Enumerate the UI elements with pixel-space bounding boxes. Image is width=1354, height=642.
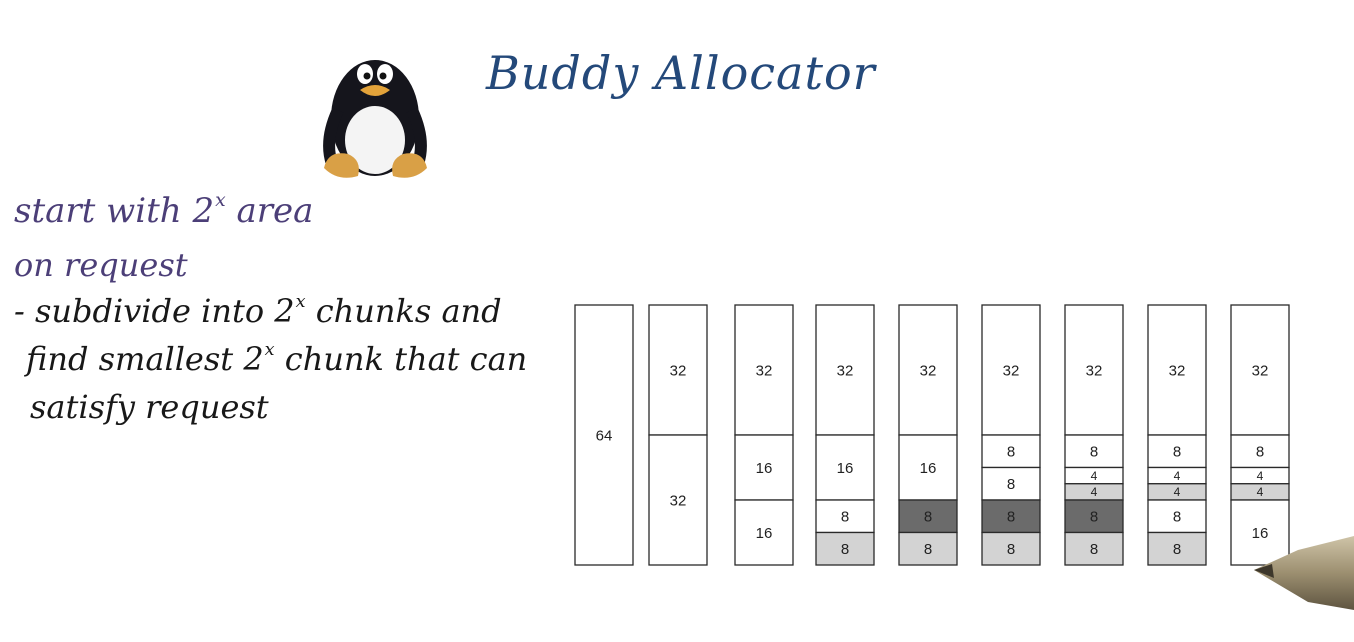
memory-block-label: 64	[596, 427, 613, 444]
memory-block-label: 16	[1252, 525, 1269, 542]
memory-block	[1064, 531, 1124, 566]
memory-block-label: 16	[920, 460, 937, 477]
memory-block	[1147, 304, 1207, 436]
memory-block-label: 8	[1090, 541, 1098, 558]
memory-block-label: 32	[1003, 362, 1020, 379]
memory-block-label: 8	[841, 541, 849, 558]
memory-block-label: 16	[756, 525, 773, 542]
memory-column: 32 16 8 8	[815, 304, 875, 566]
memory-block-label: 8	[924, 509, 932, 526]
memory-block	[734, 499, 794, 566]
memory-block-label: 16	[837, 460, 854, 477]
memory-block	[815, 304, 875, 436]
memory-column: 32 8 4 4 8 8	[1064, 304, 1124, 566]
page-title: Buddy Allocator	[486, 46, 876, 100]
memory-block	[981, 531, 1041, 566]
memory-block-label: 16	[756, 460, 773, 477]
memory-block-label: 4	[1174, 469, 1181, 483]
memory-block	[898, 531, 958, 566]
memory-block-label: 8	[841, 509, 849, 526]
note-subdivide: - subdivide into 2x chunks and	[14, 292, 502, 330]
memory-block	[1230, 434, 1290, 469]
memory-block	[1230, 304, 1290, 436]
memory-column: 32 8 4 4 8 8	[1147, 304, 1207, 566]
memory-block-label: 4	[1257, 469, 1264, 483]
memory-block	[648, 304, 708, 436]
memory-block-label: 8	[1173, 541, 1181, 558]
memory-block-label: 32	[920, 362, 937, 379]
memory-block	[815, 499, 875, 534]
memory-block-label: 8	[1007, 444, 1015, 461]
memory-column: 32 16 16	[734, 304, 794, 566]
memory-block-label: 8	[1007, 509, 1015, 526]
memory-block	[574, 304, 634, 566]
memory-block	[815, 434, 875, 501]
memory-block-label: 8	[1007, 476, 1015, 493]
memory-block	[898, 499, 958, 534]
memory-block-label: 8	[1007, 541, 1015, 558]
memory-block-label: 8	[1173, 444, 1181, 461]
memory-block-label: 4	[1091, 469, 1098, 483]
memory-column: 32 32	[648, 304, 708, 566]
note-on-request: on request	[14, 246, 188, 284]
memory-block-label: 8	[924, 541, 932, 558]
memory-block-label: 32	[837, 362, 854, 379]
note-start-area: start with 2x area	[14, 190, 314, 231]
memory-block	[648, 434, 708, 566]
memory-block	[981, 304, 1041, 436]
memory-column: 32 8 4 4 16	[1230, 304, 1290, 566]
memory-block-label: 32	[1252, 362, 1269, 379]
memory-block	[898, 434, 958, 501]
memory-block-label: 32	[1169, 362, 1186, 379]
memory-column: 32 16 8 8	[898, 304, 958, 566]
memory-block	[1230, 499, 1290, 566]
memory-block-label: 32	[756, 362, 773, 379]
memory-block	[1147, 434, 1207, 469]
memory-block-label: 4	[1174, 485, 1181, 499]
memory-block-label: 8	[1090, 509, 1098, 526]
memory-block-label: 32	[670, 362, 687, 379]
memory-block-label: 32	[670, 492, 687, 509]
tux-penguin-icon	[323, 60, 427, 178]
memory-block	[898, 304, 958, 436]
memory-block	[734, 434, 794, 501]
memory-block	[1147, 531, 1207, 566]
note-satisfy-request: satisfy request	[30, 388, 269, 426]
memory-block	[815, 531, 875, 566]
memory-block-label: 8	[1090, 444, 1098, 461]
memory-block	[981, 434, 1041, 469]
stylus-pen-icon	[1254, 536, 1354, 610]
memory-block-label: 32	[1086, 362, 1103, 379]
memory-column: 32 8 8 8 8	[981, 304, 1041, 566]
memory-block	[981, 499, 1041, 534]
memory-block	[1147, 499, 1207, 534]
memory-block-label: 8	[1256, 444, 1264, 461]
memory-block-label: 4	[1257, 485, 1264, 499]
memory-block-label: 8	[1173, 509, 1181, 526]
note-find-smallest: find smallest 2x chunk that can	[26, 340, 528, 378]
memory-block-label: 4	[1091, 485, 1098, 499]
memory-block	[1064, 434, 1124, 469]
memory-block	[734, 304, 794, 436]
memory-column: 64	[574, 304, 634, 566]
